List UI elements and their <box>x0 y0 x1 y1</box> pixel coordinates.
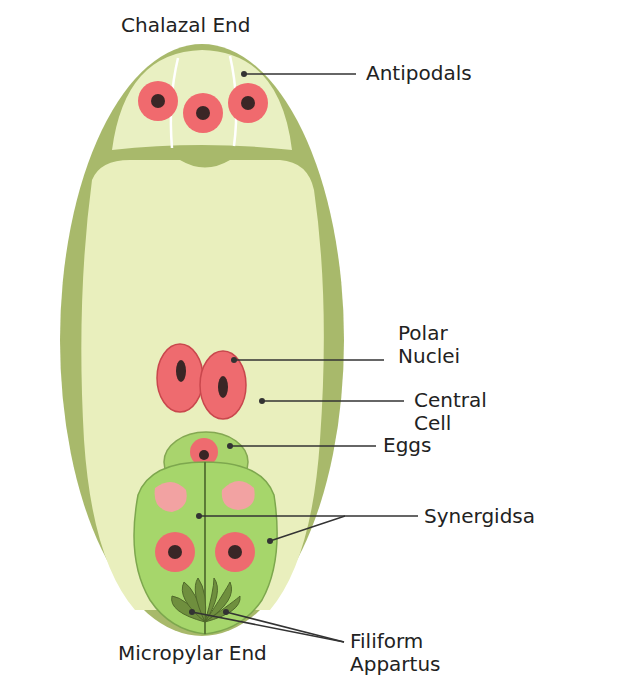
synergids <box>134 462 277 634</box>
end-label: Micropylar End <box>118 642 318 665</box>
part-label: Eggs <box>383 434 503 457</box>
part-label: Polar Nuclei <box>398 322 498 368</box>
part-label: Synergidsa <box>424 505 584 528</box>
part-label: Filiform Appartus <box>350 630 470 676</box>
part-label: Antipodals <box>366 62 566 85</box>
cell-walls <box>171 56 236 148</box>
end-label: Chalazal End <box>121 14 321 37</box>
sac-wall <box>60 44 344 636</box>
leader-lines <box>192 74 418 642</box>
part-label: Central Cell <box>414 389 514 435</box>
antipodal-cap <box>112 50 292 150</box>
leader-dots <box>189 71 273 615</box>
polar-nuclei <box>157 344 246 419</box>
antipodal-cells <box>138 81 268 133</box>
